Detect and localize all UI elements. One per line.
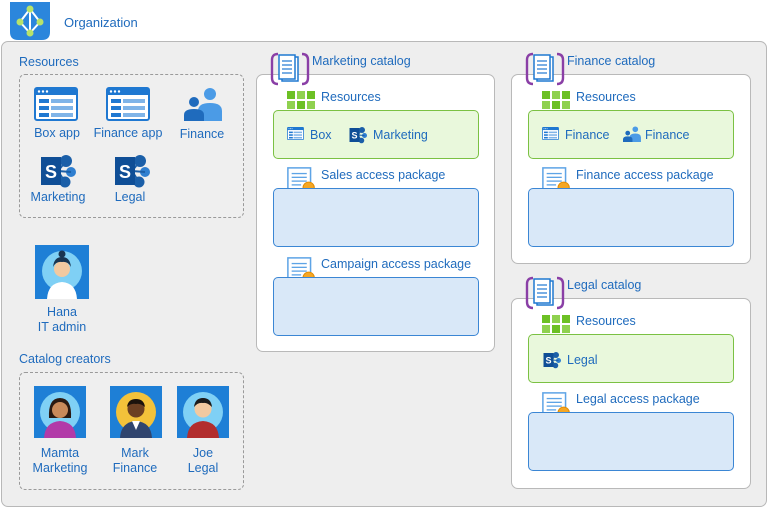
access-package-box bbox=[273, 277, 479, 336]
app-window-icon bbox=[542, 127, 559, 140]
avatar bbox=[110, 386, 162, 438]
it-admin-role: IT admin bbox=[37, 320, 87, 334]
catalog-title: Legal catalog bbox=[567, 278, 642, 292]
sharepoint-icon bbox=[112, 151, 152, 191]
catalog-icon bbox=[525, 52, 565, 86]
resource-item-label: Box app bbox=[34, 126, 80, 140]
resource-item-label: Finance bbox=[179, 127, 225, 141]
access-package-label: Finance access package bbox=[576, 168, 714, 182]
catalog-resource-label: Finance bbox=[645, 128, 690, 142]
catalog-resources-box bbox=[273, 110, 479, 159]
creator-dept: Finance bbox=[112, 461, 158, 475]
it-admin-name: Hana bbox=[47, 305, 77, 319]
creator-name: Joe bbox=[192, 446, 214, 460]
catalog-creators-heading: Catalog creators bbox=[19, 352, 111, 366]
catalog-title: Finance catalog bbox=[567, 54, 656, 68]
resource-item-label: Finance app bbox=[93, 126, 163, 140]
avatar bbox=[35, 245, 89, 299]
access-package-label: Sales access package bbox=[321, 168, 446, 182]
resources-heading: Resources bbox=[19, 55, 79, 69]
group-icon bbox=[182, 87, 222, 123]
sharepoint-icon bbox=[38, 151, 78, 191]
catalog-resources-box bbox=[528, 110, 734, 159]
avatar bbox=[177, 386, 229, 438]
catalog-icon bbox=[270, 52, 310, 86]
app-window-icon bbox=[287, 127, 304, 140]
access-package-label: Legal access package bbox=[576, 392, 700, 406]
resources-label: Resources bbox=[576, 314, 636, 328]
access-package-box bbox=[528, 412, 734, 471]
catalog-resource-label: Legal bbox=[567, 353, 598, 367]
catalog-icon bbox=[525, 276, 565, 310]
creator-name: Mark bbox=[121, 446, 149, 460]
sharepoint-icon bbox=[348, 125, 368, 145]
creator-dept: Legal bbox=[187, 461, 219, 475]
organization-label: Organization bbox=[64, 15, 138, 30]
catalog-title: Marketing catalog bbox=[312, 54, 411, 68]
app-window-icon bbox=[34, 87, 78, 121]
resource-item-label: Legal bbox=[114, 190, 146, 204]
access-package-label: Campaign access package bbox=[321, 257, 472, 271]
access-package-box bbox=[528, 188, 734, 247]
app-window-icon bbox=[106, 87, 150, 121]
creator-name: Mamta bbox=[40, 446, 80, 460]
avatar bbox=[34, 386, 86, 438]
access-package-box bbox=[273, 188, 479, 247]
catalog-resource-label: Box bbox=[310, 128, 332, 142]
creator-dept: Marketing bbox=[32, 461, 88, 475]
catalog-resource-label: Finance bbox=[565, 128, 610, 142]
resource-item-label: Marketing bbox=[30, 190, 86, 204]
sharepoint-icon bbox=[542, 350, 562, 370]
resources-label: Resources bbox=[321, 90, 381, 104]
catalog-resources-box bbox=[528, 334, 734, 383]
resources-label: Resources bbox=[576, 90, 636, 104]
organization-icon bbox=[6, 2, 54, 40]
catalog-resource-label: Marketing bbox=[373, 128, 428, 142]
group-icon bbox=[622, 126, 641, 143]
